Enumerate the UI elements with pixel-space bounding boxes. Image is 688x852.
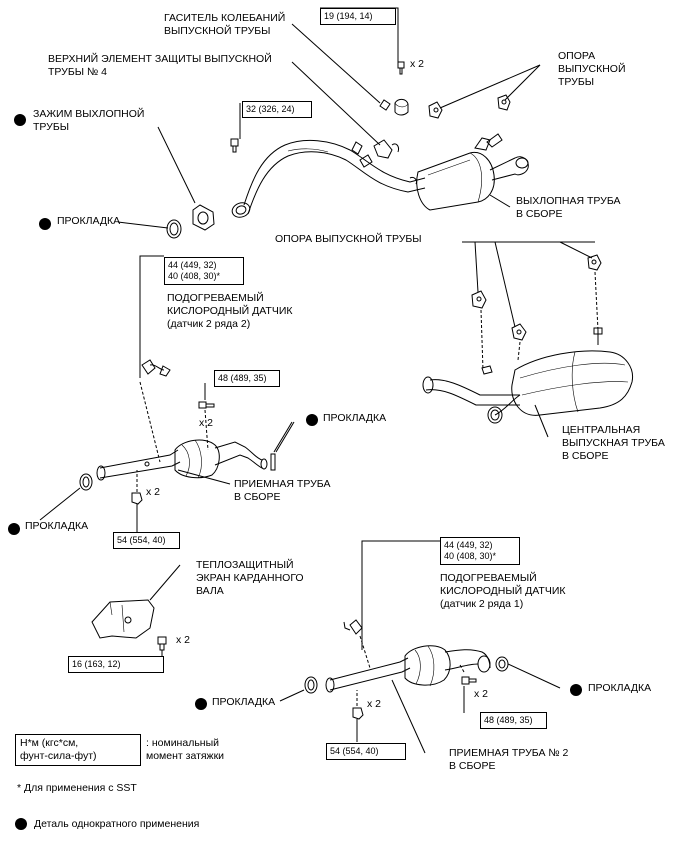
torque-shield: 16 (163, 12)	[68, 656, 164, 673]
center-pipe-assembly	[422, 241, 634, 424]
legend-unit-desc: : номинальный момент затяжки	[146, 737, 225, 762]
label-support-top: ОПОРА ВЫПУСКНОЙ ТРУБЫ	[558, 50, 626, 88]
label-gasket-1: ПРОКЛАДКА	[57, 215, 121, 227]
front-pipe-assembly	[39, 255, 295, 532]
legend-single-use: Деталь однократного применения	[34, 818, 200, 830]
label-gasket-3: ПРОКЛАДКА	[25, 520, 89, 532]
single-use-dot	[306, 414, 318, 426]
tail-pipe-assembly	[166, 61, 529, 239]
single-use-dot	[8, 523, 20, 535]
heat-shield	[91, 564, 181, 660]
multiplier-flange-1: x 2	[199, 417, 214, 429]
torque-nut-2: 54 (554, 40)	[326, 743, 406, 760]
front-pipe-2-assembly	[279, 540, 561, 754]
multiplier-nut-2: x 2	[367, 698, 382, 710]
label-damper: ГАСИТЕЛЬ КОЛЕБАНИЙ ВЫПУСКНОЙ ТРУБЫ	[164, 12, 286, 37]
legend-sst-note: * Для применения с SST	[17, 782, 137, 794]
legend-single-use-dot	[15, 818, 27, 830]
single-use-dot	[39, 218, 51, 230]
label-gasket-5: ПРОКЛАДКА	[212, 696, 276, 708]
torque-damper: 19 (194, 14)	[320, 8, 396, 25]
label-sensor-1: ПОДОГРЕВАЕМЫЙ КИСЛОРОДНЫЙ ДАТЧИК (датчик…	[167, 292, 293, 330]
multiplier-damper: x 2	[410, 58, 425, 70]
label-gasket-2: ПРОКЛАДКА	[323, 412, 387, 424]
torque-nut-1: 54 (554, 40)	[113, 532, 180, 549]
multiplier-flange-2: x 2	[474, 688, 489, 700]
multiplier-nut-1: x 2	[146, 486, 161, 498]
single-use-dot	[570, 684, 582, 696]
single-use-dot	[195, 698, 207, 710]
torque-sensor-2: 44 (449, 32) 40 (408, 30)*	[440, 537, 520, 565]
legend-unit-box: Н*м (кгс*см, фунт-сила-фут)	[15, 734, 141, 766]
label-front-pipe-2: ПРИЕМНАЯ ТРУБА № 2 В СБОРЕ	[449, 747, 569, 772]
torque-flange-2: 48 (489, 35)	[480, 712, 547, 729]
label-front-pipe: ПРИЕМНАЯ ТРУБА В СБОРЕ	[234, 478, 331, 503]
label-sensor-2: ПОДОГРЕВАЕМЫЙ КИСЛОРОДНЫЙ ДАТЧИК (датчик…	[440, 572, 566, 610]
single-use-dot	[14, 114, 26, 126]
label-center-pipe: ЦЕНТРАЛЬНАЯ ВЫПУСКНАЯ ТРУБА В СБОРЕ	[562, 424, 665, 462]
torque-sensor-1: 44 (449, 32) 40 (408, 30)*	[164, 257, 244, 285]
label-support-mid: ОПОРА ВЫПУСКНОЙ ТРУБЫ	[275, 233, 422, 245]
multiplier-shield: x 2	[176, 634, 191, 646]
label-tail-pipe: ВЫХЛОПНАЯ ТРУБА В СБОРЕ	[516, 195, 621, 220]
label-clamp: ЗАЖИМ ВЫХЛОПНОЙ ТРУБЫ	[33, 108, 145, 133]
torque-flange-1: 48 (489, 35)	[214, 370, 280, 387]
label-gasket-4: ПРОКЛАДКА	[588, 682, 652, 694]
torque-clamp: 32 (326, 24)	[242, 101, 312, 118]
label-upper-guard: ВЕРХНИЙ ЭЛЕМЕНТ ЗАЩИТЫ ВЫПУСКНОЙ ТРУБЫ №…	[48, 53, 272, 78]
label-heat-shield: ТЕПЛОЗАЩИТНЫЙ ЭКРАН КАРДАННОГО ВАЛА	[196, 559, 304, 597]
